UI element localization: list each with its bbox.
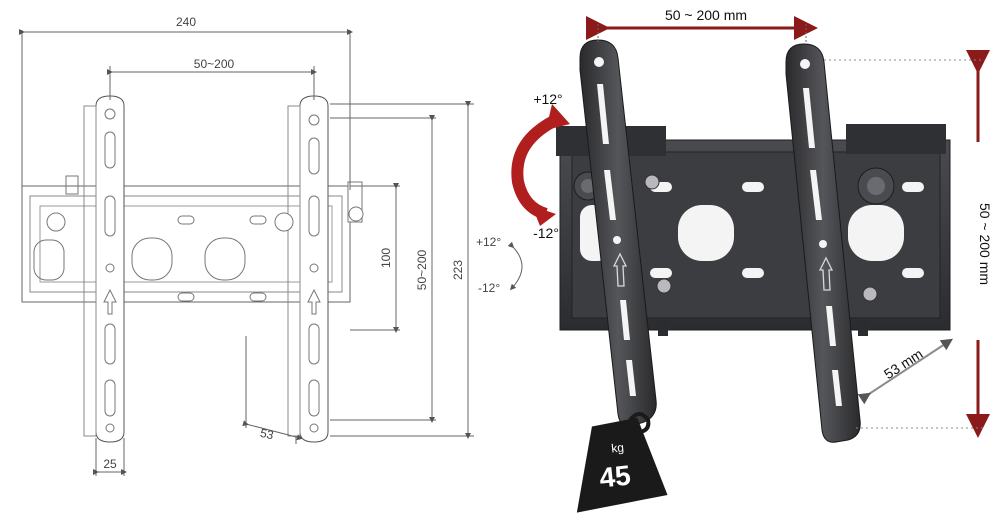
- dim-tilt-down: -12°: [478, 281, 500, 295]
- dim-width-total: 240: [176, 15, 196, 29]
- photo-vesa-vertical-label: 50 ~ 200 mm: [977, 203, 993, 285]
- dim-vesa-vertical: 50~200: [415, 249, 429, 290]
- photo-dim-depth: [857, 338, 954, 405]
- dimension-lines: [19, 29, 523, 476]
- technical-drawing: [19, 29, 523, 476]
- dim-tilt-up: +12°: [476, 235, 501, 249]
- photo-depth-label: 53 mm: [881, 345, 926, 382]
- photo-dim-vertical: [824, 50, 990, 438]
- weight-tag: [576, 412, 668, 513]
- dim-inner-height: 100: [379, 248, 393, 268]
- dim-vesa-horizontal: 50~200: [194, 57, 235, 71]
- photo-tilt-arrow: [511, 104, 570, 226]
- dim-depth: 53: [259, 426, 275, 443]
- weight-unit-label: kg: [611, 440, 625, 455]
- right-rail-drawing: [287, 95, 329, 443]
- dim-height-total: 223: [451, 260, 465, 280]
- photo-tilt-down-label: -12°: [533, 225, 559, 241]
- photo-dim-horizontal: [586, 16, 818, 44]
- left-rail-drawing: [83, 95, 125, 443]
- photo-left-rail: [579, 39, 657, 427]
- product-illustration: [511, 16, 990, 513]
- photo-vesa-horizontal-label: 50 ~ 200 mm: [665, 7, 747, 23]
- photo-tilt-up-label: +12°: [533, 91, 562, 107]
- weight-value-label: 45: [598, 460, 632, 494]
- wall-plate: [21, 175, 363, 303]
- dim-rail-width: 25: [103, 457, 117, 471]
- photo-right-rail: [785, 43, 861, 443]
